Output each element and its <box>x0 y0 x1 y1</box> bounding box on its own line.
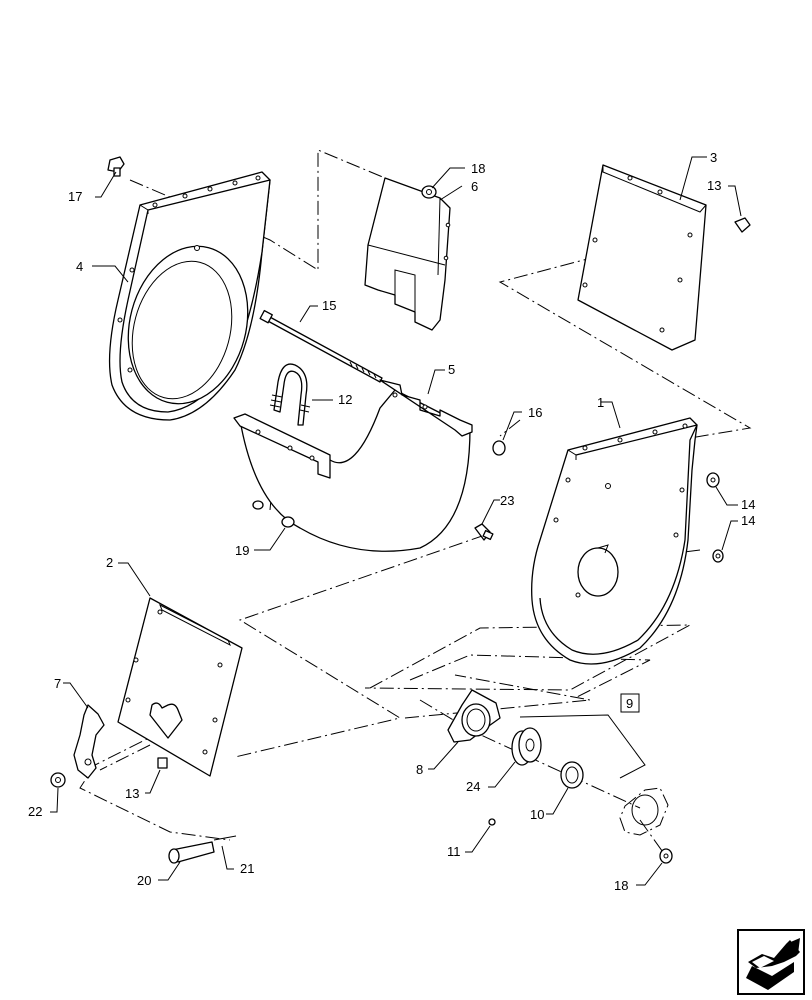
next-page-arrow-icon[interactable] <box>737 929 805 995</box>
callout-18-bottom: 18 <box>614 878 628 893</box>
callout-14-upper: 14 <box>741 497 755 512</box>
callout-17: 17 <box>68 189 82 204</box>
callout-10: 10 <box>530 807 544 822</box>
callout-12: 12 <box>338 392 352 407</box>
callout-21: 21 <box>240 861 254 876</box>
callout-11: 11 <box>447 844 461 859</box>
callout-labels: 1 2 3 4 5 6 7 8 9 10 11 12 13 13 14 14 1… <box>28 150 755 893</box>
part-5-trough <box>233 379 473 552</box>
callout-15: 15 <box>322 298 336 313</box>
callout-1: 1 <box>597 395 604 410</box>
part-4-left-shield <box>108 171 271 421</box>
callout-9: 9 <box>626 696 633 711</box>
hardware <box>50 156 751 864</box>
callout-5: 5 <box>448 362 455 377</box>
part-6-top-cover <box>364 177 451 331</box>
part-3-rear-panel <box>577 164 707 351</box>
callout-13-top: 13 <box>707 178 721 193</box>
callout-4: 4 <box>76 259 83 274</box>
callout-9-box <box>620 693 640 713</box>
callout-14-lower: 14 <box>741 513 755 528</box>
part-12-u-bolt <box>269 363 311 426</box>
callout-23: 23 <box>500 493 514 508</box>
callout-leaders <box>50 156 742 886</box>
callout-24: 24 <box>466 779 480 794</box>
callout-16: 16 <box>528 405 542 420</box>
callout-20: 20 <box>137 873 151 888</box>
callout-7: 7 <box>54 676 61 691</box>
callout-18-top: 18 <box>471 161 485 176</box>
callout-6: 6 <box>471 179 478 194</box>
callout-22: 22 <box>28 804 42 819</box>
part-2-lower-plate <box>117 597 243 777</box>
callout-13-bottom: 13 <box>125 786 139 801</box>
callout-3: 3 <box>710 150 717 165</box>
callout-19: 19 <box>235 543 249 558</box>
callout-8: 8 <box>416 762 423 777</box>
part-15-long-bolt <box>259 309 383 383</box>
callout-2: 2 <box>106 555 113 570</box>
bearing-assembly <box>447 689 669 836</box>
part-7-latch <box>73 704 105 779</box>
part-1-right-shield <box>531 417 698 665</box>
